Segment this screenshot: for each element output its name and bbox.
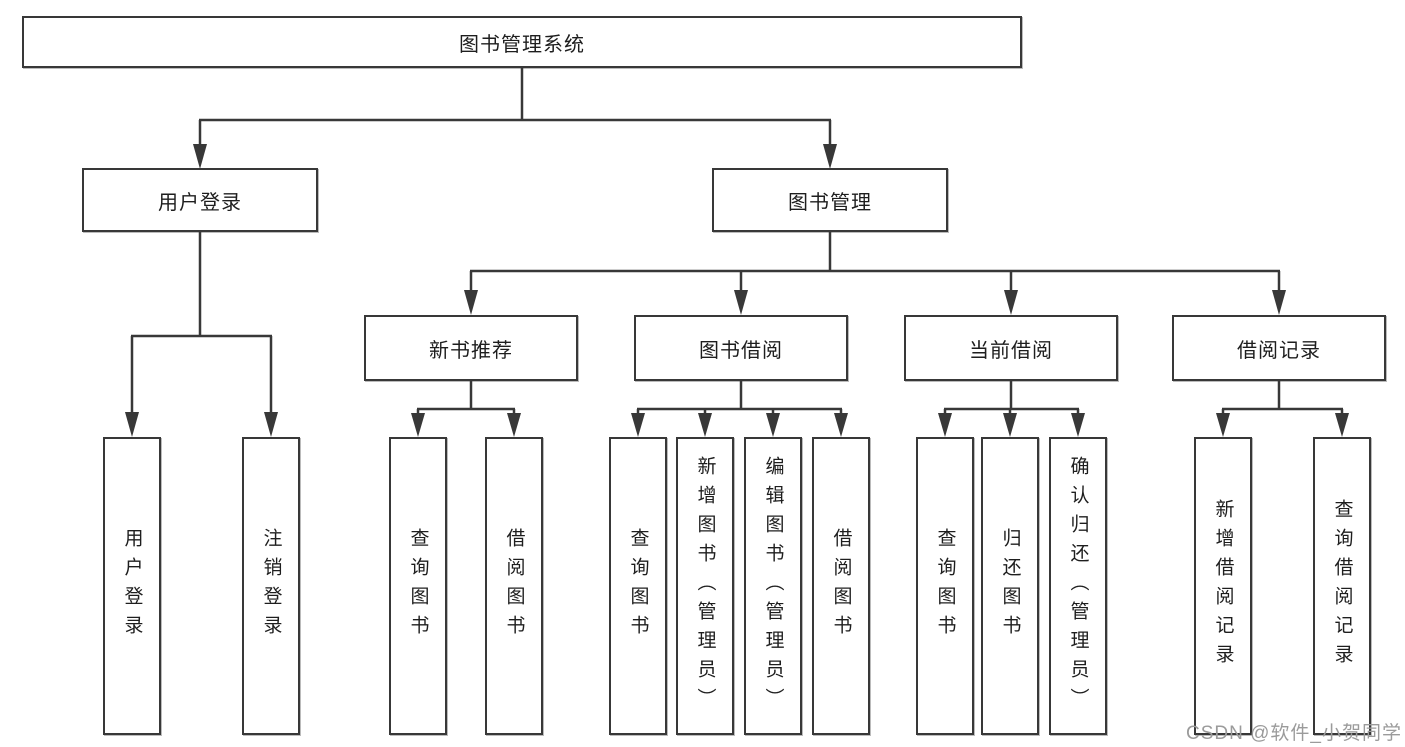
leaf-label: 借阅图书 (830, 528, 852, 644)
leaf-label: 新增图书（管理员） (694, 455, 716, 717)
leaf-label: 查询图书 (407, 528, 429, 644)
leaf-label: 查询图书 (934, 528, 956, 644)
leaf-label: 查询借阅记录 (1331, 499, 1353, 673)
arrowhead-icons (125, 144, 1349, 437)
leaf-label: 借阅图书 (503, 528, 525, 644)
leaf-query-books-borrow: 查询图书 (609, 437, 667, 735)
leaf-logout: 注销登录 (242, 437, 300, 735)
leaf-add-book-admin: 新增图书（管理员） (676, 437, 734, 735)
node-new-book-recommend: 新书推荐 (364, 315, 578, 381)
leaf-label: 编辑图书（管理员） (762, 455, 784, 717)
leaf-user-login: 用户登录 (103, 437, 161, 735)
leaf-edit-book-admin: 编辑图书（管理员） (744, 437, 802, 735)
node-current-borrow: 当前借阅 (904, 315, 1118, 381)
leaf-borrow-books-recommend: 借阅图书 (485, 437, 543, 735)
leaf-add-borrow-record: 新增借阅记录 (1194, 437, 1252, 735)
node-borrow-records: 借阅记录 (1172, 315, 1386, 381)
leaf-query-borrow-record: 查询借阅记录 (1313, 437, 1371, 735)
leaf-query-books-current: 查询图书 (916, 437, 974, 735)
leaf-confirm-return-admin: 确认归还（管理员） (1049, 437, 1107, 735)
leaf-query-books-recommend: 查询图书 (389, 437, 447, 735)
node-root-system: 图书管理系统 (22, 16, 1022, 68)
leaf-label: 注销登录 (260, 528, 282, 644)
leaf-label: 查询图书 (627, 528, 649, 644)
node-book-management: 图书管理 (712, 168, 948, 232)
leaf-label: 新增借阅记录 (1212, 499, 1234, 673)
leaf-label: 用户登录 (121, 528, 143, 644)
leaf-borrow-books: 借阅图书 (812, 437, 870, 735)
leaf-label: 归还图书 (999, 528, 1021, 644)
leaf-return-books: 归还图书 (981, 437, 1039, 735)
node-user-login: 用户登录 (82, 168, 318, 232)
node-book-borrow: 图书借阅 (634, 315, 848, 381)
leaf-label: 确认归还（管理员） (1067, 455, 1089, 717)
watermark: CSDN @软件_小贺同学 (1186, 723, 1402, 744)
